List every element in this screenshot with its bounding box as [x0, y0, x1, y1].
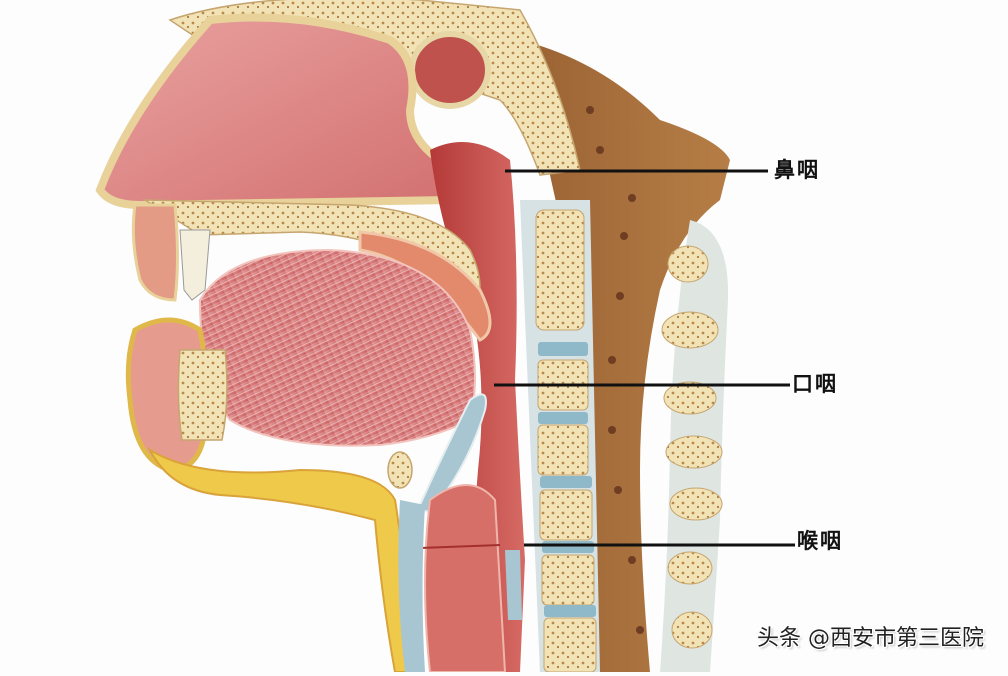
- watermark: 头条 @西安市第三医院: [757, 626, 984, 651]
- laryngeal-cartilage: [398, 500, 425, 672]
- label-laryngopharynx: 喉咽: [797, 529, 843, 553]
- leader-lines: [494, 169, 795, 547]
- label-nasopharynx: 鼻咽: [774, 158, 820, 182]
- arytenoid-cartilage: [505, 550, 522, 620]
- upper-incisor: [179, 229, 211, 301]
- larynx: [424, 484, 507, 673]
- mandible: [177, 349, 228, 441]
- posterior-neck-tissue: [520, 40, 730, 672]
- upper-lip: [131, 203, 179, 302]
- sphenoid-sinus: [409, 31, 491, 109]
- hyoid-bone: [387, 451, 413, 489]
- pharynx-wall: [430, 142, 525, 672]
- label-oropharynx: 口咽: [792, 372, 838, 396]
- submental-fat: [147, 447, 422, 673]
